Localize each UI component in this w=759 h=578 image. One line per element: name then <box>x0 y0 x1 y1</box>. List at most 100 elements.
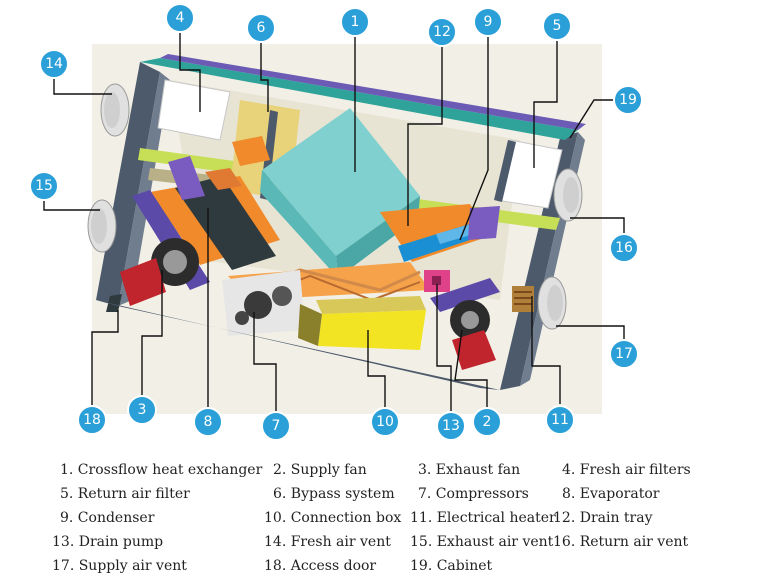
callout-11: 11 <box>545 405 575 435</box>
legend-item: 7. Compressors <box>418 486 529 502</box>
callout-number: 10 <box>376 414 394 430</box>
leader-4 <box>179 22 201 112</box>
callout-circle <box>29 171 59 201</box>
legend-row: 5. Return air filter 6. Bypass system 7.… <box>48 482 748 506</box>
cabinet-top-edge <box>160 54 586 130</box>
legend-row: 13. Drain pump 14. Fresh air vent 15. Ex… <box>48 530 748 554</box>
legend-row: 17. Supply air vent 18. Access door 19. … <box>48 554 748 578</box>
callout-number: 16 <box>615 240 633 256</box>
exhaust-fan-motor <box>120 258 166 306</box>
legend-item: 16. Return air vent <box>553 534 689 550</box>
callout-number: 17 <box>615 346 633 362</box>
callout-number: 18 <box>83 412 101 428</box>
leader-12 <box>407 36 443 226</box>
callout-circle <box>261 411 291 441</box>
leader-9 <box>459 26 489 241</box>
callout-number: 12 <box>433 24 451 40</box>
legend-item: 8. Evaporator <box>562 486 660 502</box>
callout-number: 8 <box>204 414 213 430</box>
evaporator-coil <box>175 176 276 270</box>
callout-circle <box>545 405 575 435</box>
legend-item: 6. Bypass system <box>273 486 395 502</box>
callout-9: 9 <box>473 7 503 37</box>
purple-duct-top <box>168 156 205 200</box>
supply-fan-motor <box>452 330 496 370</box>
legend-item: 1. Crossflow heat exchanger <box>60 462 263 478</box>
callout-2: 2 <box>472 407 502 437</box>
compressor-2 <box>272 286 292 306</box>
callout-number: 13 <box>442 418 460 434</box>
legend-item: 19. Cabinet <box>410 558 493 574</box>
purple-duct-right <box>468 206 500 240</box>
heat-exchanger-left <box>260 170 338 278</box>
callout-17: 17 <box>609 339 639 369</box>
legend-item: 15. Exhaust air vent <box>410 534 554 550</box>
callout-number: 7 <box>272 418 281 434</box>
callout-3: 3 <box>127 395 157 425</box>
connection-box-top <box>316 296 426 314</box>
callout-number: 15 <box>35 178 53 194</box>
cabinet-left-inner <box>118 72 170 306</box>
legend-item: 12. Drain tray <box>553 510 653 526</box>
callout-15: 15 <box>29 171 59 201</box>
callout-5: 5 <box>542 11 572 41</box>
callout-number: 14 <box>45 56 63 72</box>
legend-item: 5. Return air filter <box>60 486 190 502</box>
leader-18 <box>91 310 119 406</box>
callout-number: 4 <box>176 10 185 26</box>
heat-exchanger-top <box>262 108 420 256</box>
supply-fan-hub <box>461 311 479 329</box>
callout-circle <box>370 407 400 437</box>
callout-circle <box>127 395 157 425</box>
callout-6: 6 <box>246 13 276 43</box>
leader-2 <box>454 329 488 412</box>
legend-item: 11. Electrical heater <box>410 510 556 526</box>
callout-circle <box>609 339 639 369</box>
callout-10: 10 <box>370 407 400 437</box>
callout-number: 3 <box>138 402 147 418</box>
compressor-1 <box>244 291 272 319</box>
callout-circle <box>472 407 502 437</box>
legend-item: 4. Fresh air filters <box>562 462 691 478</box>
callout-number: 6 <box>257 20 266 36</box>
legend-item: 18. Access door <box>264 558 377 574</box>
leader-10 <box>367 330 386 408</box>
evaporator-fins <box>205 168 242 190</box>
callout-number: 19 <box>619 92 637 108</box>
callout-circle <box>39 49 69 79</box>
callout-8: 8 <box>193 407 223 437</box>
callout-number: 11 <box>551 412 569 428</box>
return-air-filter-frame <box>494 140 516 202</box>
callout-circle <box>246 13 276 43</box>
legend: 1. Crossflow heat exchanger 2. Supply fa… <box>48 458 748 578</box>
callout-number: 9 <box>484 14 493 30</box>
callout-circle <box>436 411 466 441</box>
callout-circle <box>340 7 370 37</box>
compressor-3 <box>235 311 249 325</box>
legend-item: 3. Exhaust fan <box>418 462 521 478</box>
leader-11 <box>531 296 561 404</box>
supply-air-vent-inner <box>547 285 563 321</box>
callout-number: 1 <box>351 14 360 30</box>
legend-item: 2. Supply fan <box>273 462 367 478</box>
legend-row: 9. Condenser 10. Connection box 11. Elec… <box>48 506 748 530</box>
legend-item: 14. Fresh air vent <box>264 534 391 550</box>
callout-number: 5 <box>553 18 562 34</box>
callout-13: 13 <box>436 411 466 441</box>
exhaust-air-vent-inner <box>91 208 107 244</box>
callout-19: 19 <box>613 85 643 115</box>
leader-7 <box>253 312 277 412</box>
callout-12: 12 <box>427 17 457 47</box>
legend-item: 10. Connection box <box>264 510 402 526</box>
access-door <box>106 294 122 312</box>
callout-circle <box>427 17 457 47</box>
callout-1: 1 <box>340 7 370 37</box>
legend-item: 17. Supply air vent <box>52 558 187 574</box>
purple-duct-lower <box>430 278 500 312</box>
callout-circle <box>473 7 503 37</box>
cabinet-top-band <box>140 58 578 140</box>
callout-circle <box>193 407 223 437</box>
fresh-air-vent-inner <box>104 92 120 128</box>
